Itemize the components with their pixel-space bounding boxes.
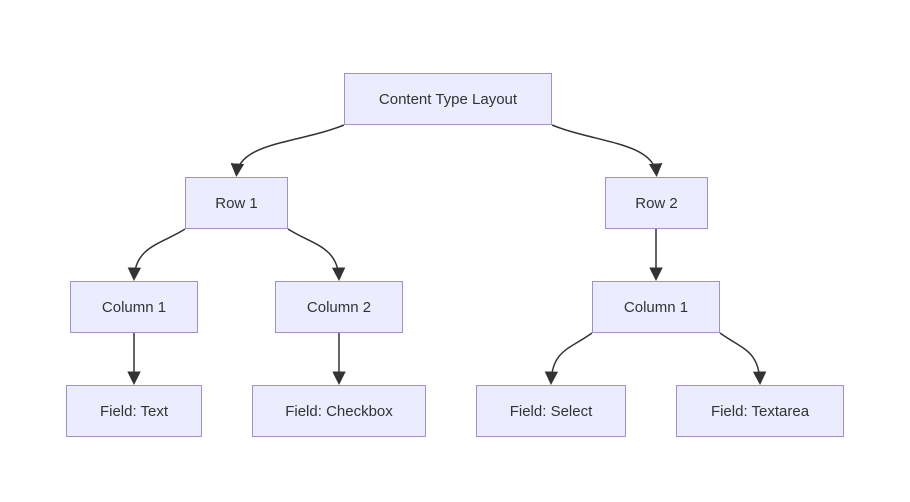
edge-root-row1 (230, 124, 345, 178)
node-label: Row 1 (215, 194, 258, 212)
node-label: Column 1 (623, 298, 689, 316)
node-label: Field: Text (99, 402, 169, 420)
node-label: Content Type Layout (378, 90, 518, 108)
node-row1-column-1: Column 1 (70, 281, 198, 333)
node-row2-column-1: Column 1 (592, 281, 720, 333)
node-label: Column 2 (306, 298, 372, 316)
edge-row1-col2 (287, 228, 346, 282)
node-row-1: Row 1 (185, 177, 288, 229)
node-field-text: Field: Text (66, 385, 202, 437)
node-label: Column 1 (101, 298, 167, 316)
node-label: Field: Textarea (710, 402, 810, 420)
node-label: Row 2 (635, 194, 678, 212)
node-row-2: Row 2 (605, 177, 708, 229)
node-field-select: Field: Select (476, 385, 626, 437)
node-row1-column-2: Column 2 (275, 281, 403, 333)
node-field-checkbox: Field: Checkbox (252, 385, 426, 437)
node-label: Field: Select (509, 402, 593, 420)
node-field-textarea: Field: Textarea (676, 385, 844, 437)
node-label: Field: Checkbox (285, 402, 393, 420)
node-content-type-layout: Content Type Layout (344, 73, 552, 125)
edge-row1-col1 (127, 228, 186, 282)
edge-row2col1-field-textarea (719, 332, 767, 386)
edge-root-row2 (551, 124, 663, 178)
edge-row2col1-field-select (544, 332, 593, 386)
